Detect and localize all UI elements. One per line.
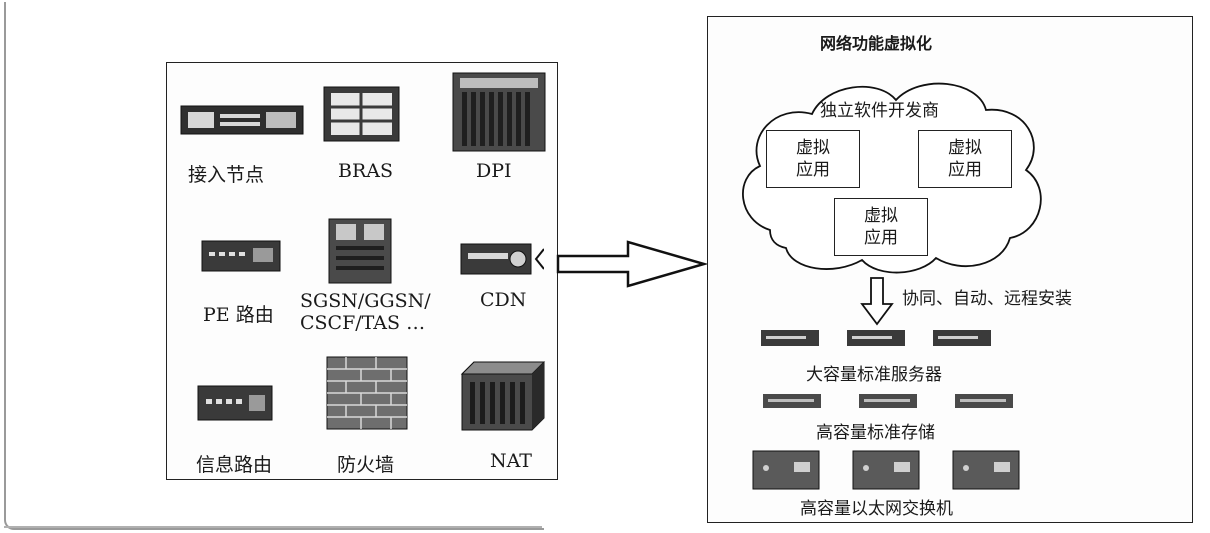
nfv-title: 网络功能虚拟化 [820, 34, 933, 53]
dpi-icon [452, 72, 546, 152]
servers-label: 大容量标准服务器 [806, 365, 942, 385]
device-label-pe-router: PE 路由 [203, 304, 274, 326]
device-label-bras: BRAS [338, 160, 394, 182]
virtual-app-line2: 应用 [948, 160, 982, 180]
install-label: 协同、自动、远程安装 [902, 289, 1072, 309]
storage-icon [955, 394, 1013, 408]
virtual-app-line2: 应用 [796, 160, 830, 180]
cloud-title: 独立软件开发商 [820, 101, 939, 121]
transform-arrow [556, 240, 709, 288]
switch-icon [952, 450, 1020, 490]
switches-label: 高容量以太网交换机 [800, 499, 953, 519]
switch-icon [852, 450, 920, 490]
device-label-cdn: CDN [480, 289, 527, 311]
storage-icon [859, 394, 917, 408]
switch-icon [752, 450, 820, 490]
virtual-app-line1: 虚拟 [864, 206, 898, 226]
virtual-app-box: 虚拟 应用 [766, 130, 860, 188]
server-icon [847, 330, 905, 346]
cdn-icon [460, 243, 544, 275]
install-down-arrow [860, 277, 894, 326]
pe-router-icon [201, 240, 281, 272]
device-label-sgsn-ggsn: SGSN/GGSN/ CSCF/TAS … [300, 290, 431, 334]
firewall-icon [326, 356, 408, 430]
scan-page-edge [4, 2, 544, 530]
server-icon [933, 330, 991, 346]
server-icon [761, 330, 819, 346]
device-label-firewall: 防火墙 [337, 454, 395, 476]
virtual-app-line1: 虚拟 [948, 138, 982, 158]
scan-page-edge-bottom [4, 526, 542, 528]
virtual-app-box: 虚拟 应用 [918, 130, 1012, 188]
storage-icon [763, 394, 821, 408]
device-label-access-node: 接入节点 [188, 164, 265, 186]
device-label-nat: NAT [490, 450, 532, 472]
virtual-app-box: 虚拟 应用 [834, 198, 928, 256]
bras-icon [323, 86, 400, 142]
access-node-icon [180, 105, 304, 135]
storage-label: 高容量标准存储 [816, 423, 935, 443]
virtual-app-line2: 应用 [864, 228, 898, 248]
device-label-sgsn-ggsn-text: SGSN/GGSN/ CSCF/TAS … [300, 290, 431, 334]
info-router-icon [197, 385, 273, 421]
virtual-app-line1: 虚拟 [796, 138, 830, 158]
device-label-info-router: 信息路由 [196, 454, 273, 476]
device-label-dpi: DPI [476, 160, 512, 182]
sgsn-ggsn-icon [328, 218, 392, 284]
nat-icon [460, 361, 546, 431]
